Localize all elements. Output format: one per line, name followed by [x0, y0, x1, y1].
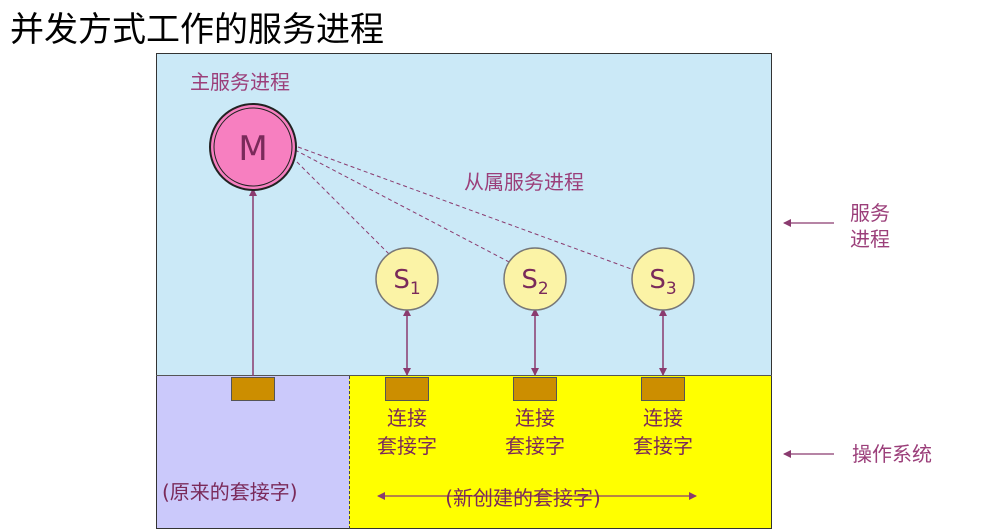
master-process-label: 主服务进程	[190, 70, 290, 94]
slave-node-2-base: S	[521, 265, 538, 295]
slave-node-1-base: S	[393, 265, 410, 295]
os-side-label: 操作系统	[852, 442, 932, 466]
os-boundary-line	[156, 375, 772, 376]
slave-node-2-sub: 2	[538, 279, 549, 299]
connection-socket-label-line2: 套接字	[377, 434, 437, 458]
original-socket-label: (原来的套接字)	[162, 480, 298, 504]
server-process-side-label-line1: 服务	[850, 201, 890, 225]
slave-processes-label: 从属服务进程	[464, 170, 584, 194]
master-node-inner-ring	[213, 107, 293, 187]
slave-node-2-label: S2	[521, 265, 548, 299]
connection-socket-block-2	[513, 377, 557, 401]
area-divider	[349, 376, 350, 529]
slave-node-2	[503, 247, 567, 311]
connection-socket-block-1	[385, 377, 429, 401]
connection-socket-label-3: 连接 套接字	[618, 404, 708, 460]
slave-node-1	[375, 247, 439, 311]
original-socket-area	[156, 376, 349, 529]
master-node-label: M	[238, 129, 267, 169]
slave-node-3-label: S3	[649, 265, 676, 299]
connection-socket-label-1: 连接 套接字	[362, 404, 452, 460]
master-node	[209, 103, 297, 191]
master-to-slave1-link	[291, 156, 391, 256]
connection-socket-label-line1: 连接	[515, 406, 555, 430]
master-to-slave3-link	[297, 146, 635, 271]
connection-socket-label-line2: 套接字	[633, 434, 693, 458]
slave-node-3-sub: 3	[666, 279, 677, 299]
original-socket-block	[231, 377, 275, 401]
slave-node-3-base: S	[649, 265, 666, 295]
connection-socket-block-3	[641, 377, 685, 401]
server-process-side-label-line2: 进程	[850, 227, 890, 251]
master-to-slave2-link	[294, 149, 514, 265]
connection-socket-label-line2: 套接字	[505, 434, 565, 458]
connection-socket-label-line1: 连接	[387, 406, 427, 430]
page-title: 并发方式工作的服务进程	[10, 10, 384, 50]
new-socket-label: (新创建的套接字)	[445, 486, 601, 510]
server-process-side-label: 服务 进程	[850, 200, 890, 252]
connection-socket-label-2: 连接 套接字	[490, 404, 580, 460]
slave-node-1-sub: 1	[410, 279, 421, 299]
slave-node-3	[631, 247, 695, 311]
connection-socket-label-line1: 连接	[643, 406, 683, 430]
slave-node-1-label: S1	[393, 265, 420, 299]
